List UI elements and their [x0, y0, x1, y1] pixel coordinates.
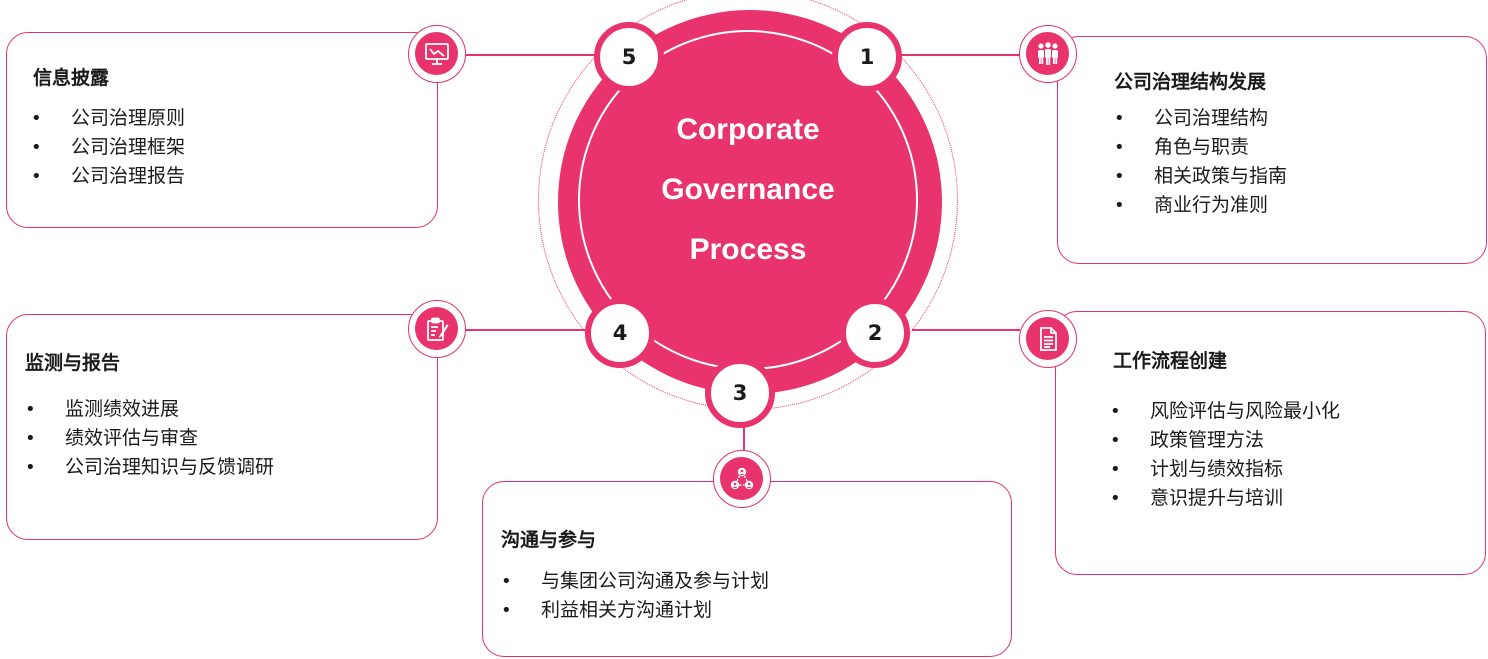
card-list: 公司治理原则 公司治理框架 公司治理报告	[25, 104, 185, 191]
card-monitoring: 监测与报告 监测绩效进展 绩效评估与审查 公司治理知识与反馈调研	[6, 314, 438, 540]
list-item: 公司治理报告	[25, 162, 185, 191]
list-item: 利益相关方沟通计划	[495, 596, 769, 625]
badge-workflow	[1019, 310, 1077, 368]
people-group-icon	[1037, 41, 1058, 65]
document-icon	[1039, 326, 1057, 351]
badge-communication	[713, 450, 771, 508]
card-title: 沟通与参与	[501, 529, 597, 551]
network-users-icon	[730, 467, 753, 489]
list-item: 政策管理方法	[1104, 426, 1340, 455]
card-title: 公司治理结构发展	[1114, 71, 1267, 93]
badge-disclosure	[408, 25, 466, 83]
card-title: 工作流程创建	[1113, 350, 1228, 372]
list-item: 公司治理结构	[1108, 104, 1287, 133]
list-item: 计划与绩效指标	[1104, 455, 1340, 484]
list-item: 公司治理原则	[25, 104, 185, 133]
step-number-4: 4	[585, 298, 655, 368]
step-number-5: 5	[594, 22, 664, 92]
list-item: 监测绩效进展	[19, 395, 274, 424]
step-number-3: 3	[705, 358, 775, 428]
list-item: 风险评估与风险最小化	[1104, 397, 1340, 426]
clipboard-edit-icon	[426, 317, 448, 341]
card-disclosure: 信息披露 公司治理原则 公司治理框架 公司治理报告	[6, 32, 438, 228]
card-title: 监测与报告	[25, 352, 121, 374]
list-item: 公司治理框架	[25, 133, 185, 162]
list-item: 与集团公司沟通及参与计划	[495, 567, 769, 596]
card-list: 公司治理结构 角色与职责 相关政策与指南 商业行为准则	[1108, 104, 1287, 220]
monitor-chart-icon	[424, 42, 449, 65]
list-item: 商业行为准则	[1108, 191, 1287, 220]
center-title-line: Process	[689, 233, 807, 266]
card-structure: 公司治理结构发展 公司治理结构 角色与职责 相关政策与指南 商业行为准则	[1057, 36, 1487, 264]
step-number-2: 2	[840, 298, 910, 368]
center-title: Corporate Governance Process	[608, 100, 888, 280]
center-title-line: Governance	[661, 173, 835, 206]
list-item: 绩效评估与审查	[19, 424, 274, 453]
badge-structure	[1019, 25, 1077, 83]
card-list: 与集团公司沟通及参与计划 利益相关方沟通计划	[495, 567, 769, 625]
badge-monitoring	[408, 300, 466, 358]
card-communication: 沟通与参与 与集团公司沟通及参与计划 利益相关方沟通计划	[482, 481, 1012, 657]
card-list: 风险评估与风险最小化 政策管理方法 计划与绩效指标 意识提升与培训	[1104, 397, 1340, 513]
card-list: 监测绩效进展 绩效评估与审查 公司治理知识与反馈调研	[19, 395, 274, 482]
list-item: 角色与职责	[1108, 133, 1287, 162]
list-item: 相关政策与指南	[1108, 162, 1287, 191]
center-title-line: Corporate	[676, 113, 820, 146]
list-item: 公司治理知识与反馈调研	[19, 453, 274, 482]
card-title: 信息披露	[33, 67, 110, 89]
card-workflow: 工作流程创建 风险评估与风险最小化 政策管理方法 计划与绩效指标 意识提升与培训	[1055, 311, 1486, 575]
step-number-1: 1	[832, 22, 902, 92]
list-item: 意识提升与培训	[1104, 484, 1340, 513]
